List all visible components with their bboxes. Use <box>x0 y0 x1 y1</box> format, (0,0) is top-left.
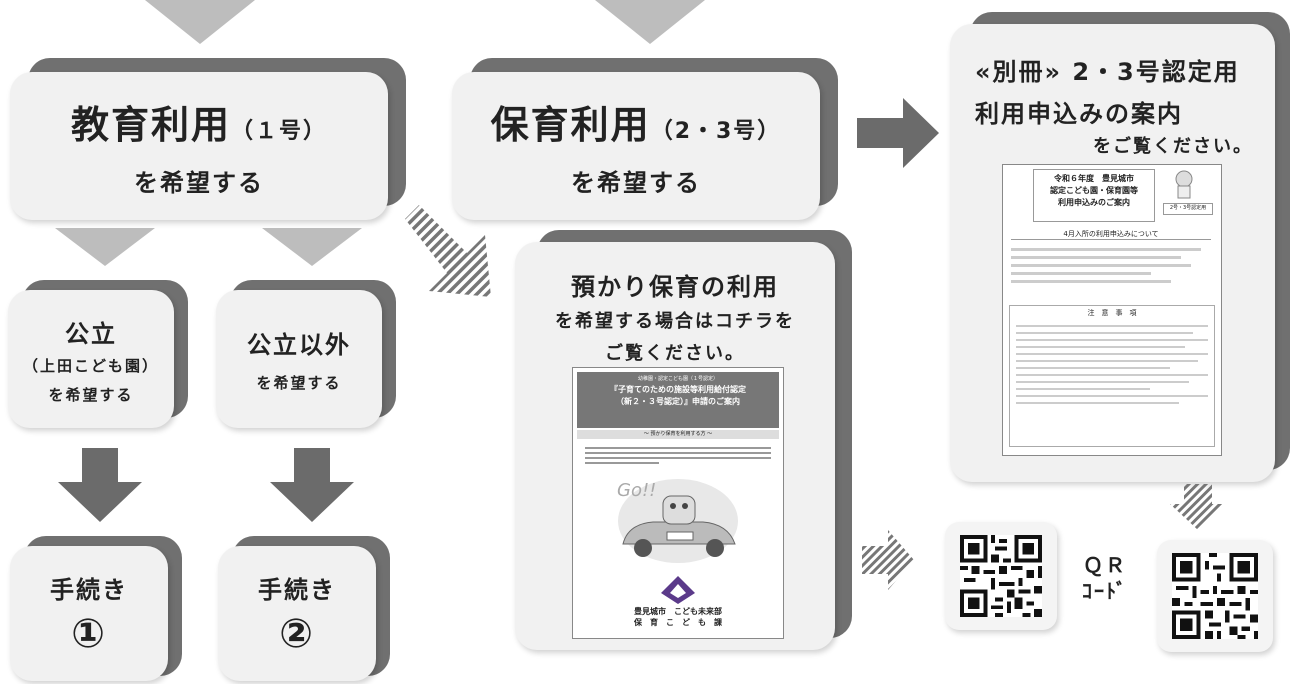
bessatsu-line2: 利用申込みの案内 <box>975 100 1183 128</box>
nonpublic-desire: を希望する <box>256 374 342 392</box>
education-title: 教育利用 <box>70 103 231 147</box>
doc1-notes-box: 注 意 事 項 <box>1009 305 1215 447</box>
procedure1-box: 手続き ① <box>10 546 168 681</box>
qr-code-azukari[interactable] <box>945 522 1057 630</box>
education-desire: を希望する <box>134 169 264 197</box>
azukari-line1: 預かり保育の利用 <box>571 273 779 301</box>
striped-arrow-diagonal <box>405 205 491 297</box>
striped-arrow-right-to-qr <box>862 530 914 590</box>
qr-code-icon <box>1172 553 1258 639</box>
azukari-document: 幼稚園・認定こども園（１号認定） 『子育てのための施設等利用給付認定 （新２・３… <box>572 367 784 639</box>
bessatsu-document: 令和６年度 豊見城市 認定こども園・保育園等 利用申込みのご案内 2号・3号認定… <box>1002 164 1222 456</box>
triangle-down-top-left <box>145 0 255 44</box>
procedure1-number: ① <box>71 611 107 657</box>
nonpublic-title: 公立以外 <box>247 331 351 359</box>
doc2-title: 『子育てのための施設等利用給付認定 （新２・３号認定）』申請のご案内 <box>610 385 746 406</box>
city-logo-icon <box>661 576 695 604</box>
childcare-suffix: （2・3号） <box>650 119 782 144</box>
svg-text:Go!!: Go!! <box>617 480 656 501</box>
mascot-icon <box>1175 170 1193 199</box>
childcare-title: 保育利用 <box>490 103 651 147</box>
public-title: 公立 <box>65 319 117 348</box>
public-desire: を希望する <box>48 385 134 404</box>
azukari-line2: を希望する場合はコチラを <box>555 311 795 332</box>
public-box: 公立 （上田こども園） を希望する <box>8 290 174 428</box>
procedure2-label: 手続き <box>258 576 336 604</box>
triangle-down-top-middle <box>595 0 705 44</box>
azukari-panel: 預かり保育の利用 を希望する場合はコチラを ご覧ください。 幼稚園・認定こども園… <box>515 242 835 650</box>
arrow-down-procedure2 <box>270 448 354 522</box>
striped-arrow-down-to-qr <box>1170 484 1226 530</box>
bessatsu-panel: «別冊» 2・3号認定用 利用申込みの案内 をご覧ください。 令和６年度 豊見城… <box>950 24 1275 482</box>
triangle-down-to-public <box>55 228 155 266</box>
procedure2-box: 手続き ② <box>218 546 376 681</box>
qr-code-icon <box>960 535 1042 617</box>
doc1-header: 令和６年度 豊見城市 認定こども園・保育園等 利用申込みのご案内 <box>1033 169 1155 222</box>
doc2-footer: 豊見城市 こども未来部 保 育 こ ど も 課 <box>634 607 722 627</box>
doc2-small: 幼稚園・認定こども園（１号認定） <box>637 376 718 382</box>
bessatsu-line1: «別冊» 2・3号認定用 <box>975 58 1240 86</box>
triangle-down-to-nonpublic <box>262 228 362 266</box>
arrow-right-to-bessatsu <box>857 98 939 168</box>
bessatsu-line3: をご覧ください。 <box>1093 136 1253 157</box>
childcare-box: 保育利用（2・3号） を希望する <box>452 72 820 220</box>
procedure2-number: ② <box>279 611 315 657</box>
doc1-notes-title: 注 意 事 項 <box>1087 309 1137 317</box>
qr-label: ＱＲ ｺｰﾄﾞ <box>1082 553 1128 603</box>
azukari-line3: ご覧ください。 <box>605 343 745 364</box>
doc2-text-lines <box>585 444 771 467</box>
nonpublic-box: 公立以外 を希望する <box>216 290 382 428</box>
car-illustration: Go!! <box>617 479 738 563</box>
doc1-schedule-lines <box>1011 243 1211 299</box>
education-box: 教育利用（１号） を希望する <box>10 72 388 220</box>
education-suffix: （１号） <box>231 119 328 144</box>
doc1-section: 4月入所の利用申込みについて <box>1011 229 1211 240</box>
qr-code-bessatsu[interactable] <box>1157 540 1273 652</box>
arrow-down-procedure1 <box>58 448 142 522</box>
public-sub: （上田こども園） <box>22 356 159 375</box>
doc2-sub: ～ 預かり保育を利用する方 ～ <box>577 430 779 439</box>
procedure1-label: 手続き <box>50 576 128 604</box>
childcare-desire: を希望する <box>571 169 701 197</box>
doc1-badge: 2号・3号認定用 <box>1163 203 1213 215</box>
